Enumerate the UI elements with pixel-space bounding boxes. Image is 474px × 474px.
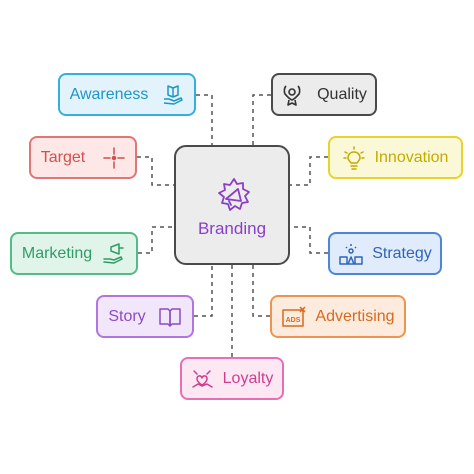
link-innovation [290,156,328,186]
target-label: Target [40,148,86,166]
branding-label: Branding [197,219,267,238]
node-strategy[interactable]: Strategy [328,232,442,275]
loyalty-label: Loyalty [222,369,274,387]
strategy-blocks-icon [339,243,363,265]
advertising-label: Advertising [315,307,395,325]
awareness-label: Awareness [69,85,149,103]
node-advertising[interactable]: ADS Advertising [270,295,406,338]
link-target [137,156,174,186]
node-innovation[interactable]: Innovation [328,136,463,179]
loyalty-icon [191,369,213,388]
crosshair-icon [103,146,125,169]
link-strategy [290,226,328,254]
hand-megaphone-icon [103,242,124,264]
link-marketing [138,226,174,254]
node-awareness[interactable]: Awareness [58,73,196,116]
node-loyalty[interactable]: Loyalty [180,357,284,400]
story-label: Story [108,307,146,325]
branding-center-node[interactable]: Branding [174,145,290,265]
medal-icon [283,84,301,106]
link-quality [252,94,271,145]
ads-icon-text: ADS [286,317,301,324]
strategy-label: Strategy [372,244,432,262]
link-awareness [196,94,213,145]
ads-icon: ADS [282,305,306,327]
quality-label: Quality [317,85,367,103]
link-story [194,265,213,317]
lightbulb-icon [342,145,365,170]
node-story[interactable]: Story [96,295,194,338]
node-target[interactable]: Target [29,136,137,179]
hand-book-icon [164,84,184,105]
megaphone-icon [218,178,250,211]
marketing-label: Marketing [21,244,93,262]
open-book-icon [158,307,181,327]
node-marketing[interactable]: Marketing [10,232,138,275]
link-advertising [252,265,270,317]
node-quality[interactable]: Quality [271,73,377,116]
innovation-label: Innovation [374,148,449,166]
